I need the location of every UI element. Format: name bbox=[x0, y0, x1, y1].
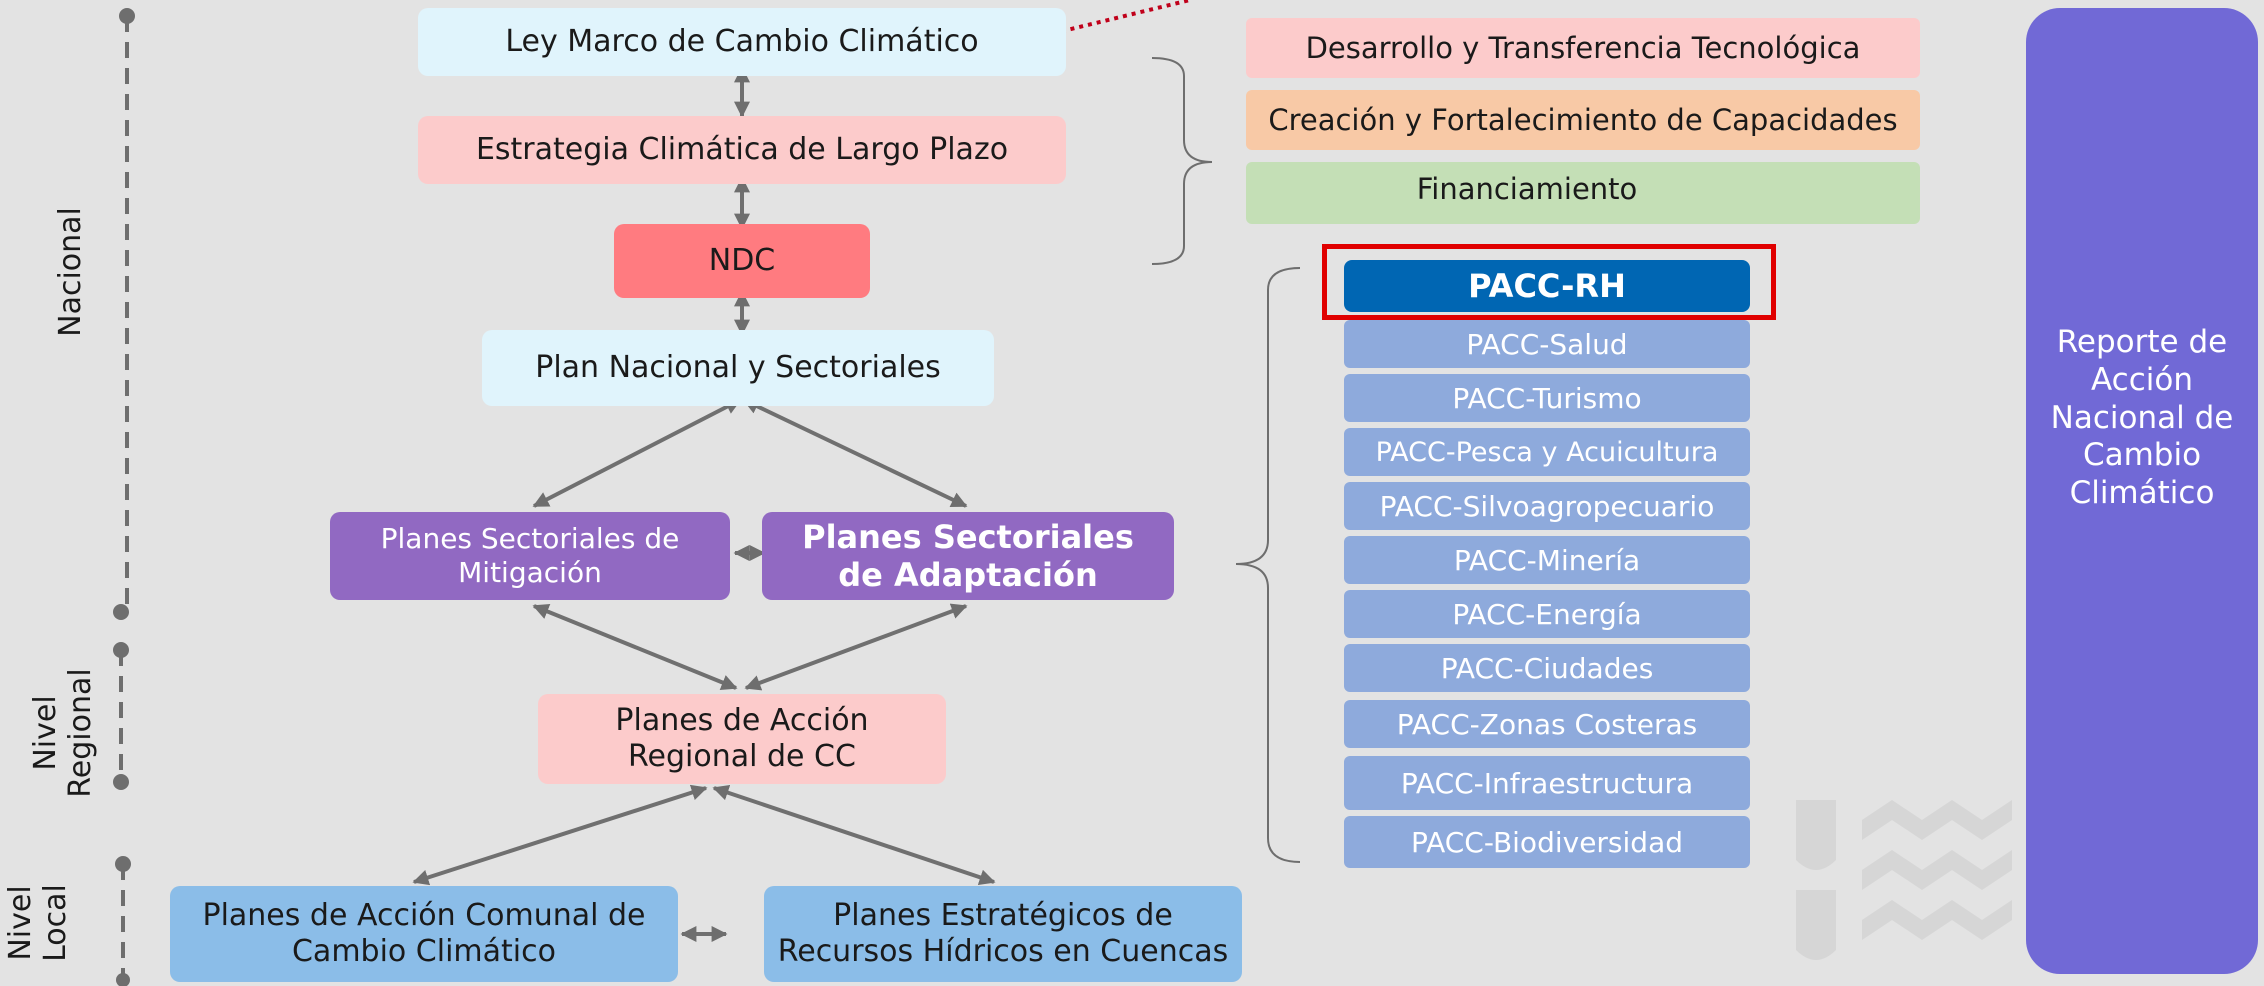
arrow-regional-comunal bbox=[412, 784, 708, 886]
pacc-item: PACC-Energía bbox=[1344, 590, 1750, 638]
arrow-plan-adaptacion bbox=[742, 398, 968, 508]
report-panel: Reporte de Acción Nacional de Cambio Cli… bbox=[2026, 8, 2258, 974]
pacc-item: PACC-Silvoagropecuario bbox=[1344, 482, 1750, 530]
pacc-item: PACC-Turismo bbox=[1344, 374, 1750, 422]
pacc-item: PACC-Minería bbox=[1344, 536, 1750, 584]
pacc-item: PACC-Infraestructura bbox=[1344, 756, 1750, 810]
level-dot bbox=[115, 856, 131, 872]
pacc-item: PACC-Zonas Costeras bbox=[1344, 700, 1750, 748]
means-financiamiento: Financiamiento bbox=[1246, 162, 1920, 224]
pacc-item: PACC-Ciudades bbox=[1344, 644, 1750, 692]
means-capacidades: Creación y Fortalecimiento de Capacidade… bbox=[1246, 90, 1920, 150]
box-estrategia: Estrategia Climática de Largo Plazo bbox=[418, 116, 1066, 184]
level-dot bbox=[113, 774, 129, 790]
pacc-item: PACC-Biodiversidad bbox=[1344, 816, 1750, 868]
level-dot bbox=[116, 973, 130, 986]
pacc-rh-highlight-frame bbox=[1322, 244, 1776, 320]
arrow-plan-mitigacion bbox=[532, 398, 742, 508]
means-tecnologia: Desarrollo y Transferencia Tecnológica bbox=[1246, 18, 1920, 78]
box-ndc: NDC bbox=[614, 224, 870, 298]
box-ley-marco: Ley Marco de Cambio Climático bbox=[418, 8, 1066, 76]
brace-means bbox=[1151, 57, 1213, 265]
level-dot bbox=[119, 8, 135, 24]
level-dot bbox=[113, 604, 129, 620]
pacc-item: PACC-Pesca y Acuicultura bbox=[1344, 428, 1750, 476]
pacc-rh: PACC-RH bbox=[1344, 260, 1750, 312]
box-plan-nacional: Plan Nacional y Sectoriales bbox=[482, 330, 994, 406]
level-label-nacional: Nacional bbox=[53, 207, 88, 337]
brace-pacc bbox=[1235, 267, 1301, 863]
arrow-regional-cuencas bbox=[712, 784, 996, 886]
level-dot bbox=[113, 642, 129, 658]
pacc-item: PACC-Salud bbox=[1344, 320, 1750, 368]
arrow-mitigacion-regional bbox=[532, 604, 738, 690]
arrow-adaptacion-regional bbox=[744, 603, 968, 691]
